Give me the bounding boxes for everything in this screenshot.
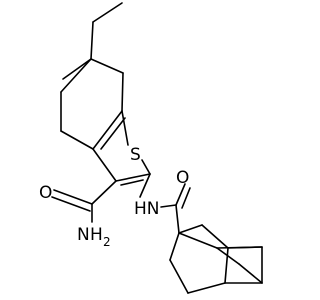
sulfur-label: S bbox=[130, 145, 141, 165]
bond-carbonyl2-o bbox=[175, 183, 186, 206]
bond-n-carbonyl bbox=[160, 204, 177, 208]
bond-ad-1 bbox=[169, 232, 180, 261]
oxygen-label-carboxamide: O bbox=[39, 183, 52, 203]
bond-ad-9 bbox=[227, 246, 263, 249]
carboxamide-group bbox=[51, 180, 117, 223]
bond-carbonyl-o-double bbox=[51, 196, 91, 212]
bond-thio-c2-c3-double bbox=[120, 179, 144, 186]
bond-ad-6 bbox=[201, 224, 229, 249]
bond-ring-e bbox=[121, 72, 124, 112]
bond-ring-c bbox=[60, 130, 94, 150]
nh-linker-label: HN bbox=[134, 199, 160, 219]
oxygen-label-linker-amide: O bbox=[176, 168, 189, 188]
adamantane-cage bbox=[169, 224, 263, 294]
bond-thio-fused bbox=[92, 110, 123, 150]
bond-carbonyl2-o-double bbox=[181, 187, 191, 209]
bond-ad-5 bbox=[178, 224, 203, 234]
bond-ring-a bbox=[60, 58, 92, 93]
bond-thio-c2-c3 bbox=[115, 173, 151, 182]
bond-ad-13 bbox=[216, 247, 240, 265]
molecule-structure-diagram: S O N H 2 HN O bbox=[39, 2, 263, 294]
cyclohexene-ring bbox=[60, 58, 124, 150]
hydrogen-label-amine: H bbox=[90, 225, 103, 245]
bond-c2-n bbox=[139, 173, 151, 198]
bond-thio-s-right bbox=[141, 159, 151, 175]
bond-thio-c3-c3a bbox=[92, 148, 117, 182]
bond-ad-7 bbox=[178, 232, 218, 249]
bond-propyl-2 bbox=[90, 21, 94, 60]
propyl-chain bbox=[62, 2, 123, 80]
bond-thio-s-left bbox=[121, 110, 129, 146]
nitrogen-label-amine: N bbox=[77, 225, 90, 245]
bond-carbonyl2-adamantyl bbox=[175, 204, 180, 234]
bond-propyl-1 bbox=[92, 2, 123, 23]
bond-ad-4 bbox=[224, 247, 229, 284]
bond-propyl-3 bbox=[62, 58, 92, 80]
amine-subscript-count: 2 bbox=[103, 235, 111, 249]
bond-c3-carbonyl bbox=[91, 180, 117, 205]
bond-ring-d bbox=[90, 58, 124, 74]
bond-ad-12 bbox=[238, 263, 263, 284]
bond-carbonyl-o bbox=[53, 189, 93, 205]
amide-linker bbox=[139, 173, 191, 234]
bond-ad-3 bbox=[187, 282, 226, 294]
thiophene-ring bbox=[92, 110, 151, 186]
bond-ad-2 bbox=[169, 259, 189, 294]
bond-thio-fused-double bbox=[100, 117, 126, 150]
